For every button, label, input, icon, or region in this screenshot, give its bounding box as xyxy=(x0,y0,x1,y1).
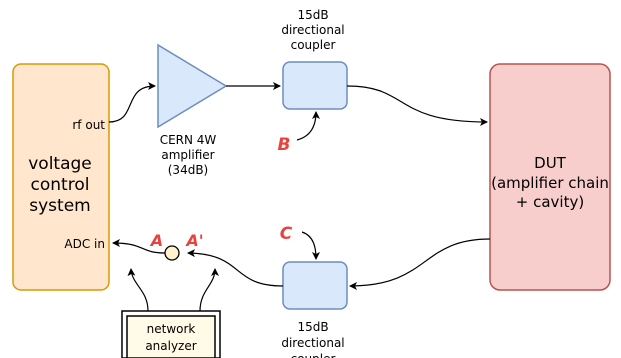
amplifier-label-line-3: (34dB) xyxy=(168,163,208,177)
point-b-label: B xyxy=(278,135,291,155)
connector-dut-to-coupler xyxy=(349,238,491,290)
point-c-label: C xyxy=(280,224,293,244)
rf-out-port-label: rf out xyxy=(72,118,105,132)
measurement-junction[interactable] xyxy=(164,245,180,261)
coupler-bottom-label-line-2: directional xyxy=(281,336,344,350)
dut-label-line-1: DUT xyxy=(534,154,567,172)
connector-b-to-coupler xyxy=(296,111,320,141)
amplifier-label-line-2: amplifier xyxy=(161,148,214,162)
vcs-title-line-2: control xyxy=(31,175,90,195)
connector-analyzer-left-to-a xyxy=(127,268,149,312)
dut-label-line-2: (amplifier chain xyxy=(491,174,609,192)
dut-box[interactable] xyxy=(489,63,611,291)
connector-c-to-coupler xyxy=(301,231,320,260)
connector-a-to-adc xyxy=(112,239,166,254)
coupler-top-label-line-1: 15dB xyxy=(297,8,328,22)
connector-coupler-to-adc xyxy=(187,249,284,287)
amplifier-label-line-1: CERN 4W xyxy=(160,133,217,147)
network-analyzer-label-line-1: network xyxy=(147,322,196,336)
connector-analyzer-right-to-a-prime xyxy=(199,268,219,312)
coupler-bottom-label-line-3: coupler xyxy=(291,352,336,358)
coupler-top-label-line-2: directional xyxy=(281,23,344,37)
vcs-title-line-1: voltage xyxy=(28,154,92,174)
vcs-title-line-3: system xyxy=(29,196,90,216)
coupler-bottom-label-line-1: 15dB xyxy=(297,320,328,334)
connector-coupler-to-dut xyxy=(346,85,488,126)
voltage-control-system-box[interactable] xyxy=(12,63,110,291)
network-analyzer-box[interactable] xyxy=(126,315,216,358)
point-a-label: A xyxy=(149,231,163,250)
adc-in-port-label: ADC in xyxy=(64,237,105,251)
point-a-prime-label: A' xyxy=(184,231,203,250)
coupler-bottom-box[interactable] xyxy=(282,261,348,310)
coupler-top-label-line-3: coupler xyxy=(291,38,336,52)
amplifier-triangle[interactable] xyxy=(157,43,228,129)
network-analyzer-label-line-2: analyzer xyxy=(145,339,196,353)
dut-label-line-3: + cavity) xyxy=(516,193,584,211)
connector-rfout-to-amplifier xyxy=(108,82,156,123)
coupler-top-box[interactable] xyxy=(282,61,348,110)
